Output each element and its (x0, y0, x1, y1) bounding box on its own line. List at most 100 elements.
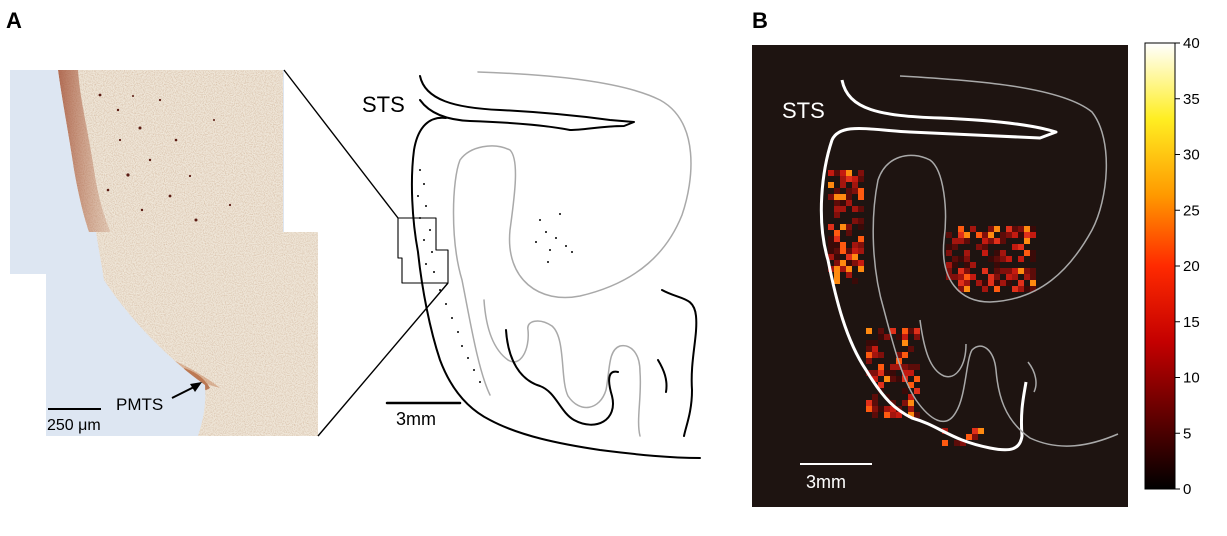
heat-cell (846, 194, 852, 200)
heat-cell (994, 238, 1000, 244)
heat-cell (914, 388, 920, 394)
heat-cell (834, 236, 840, 242)
heat-cell (834, 266, 840, 272)
heat-cell (1006, 256, 1012, 262)
heat-cell (834, 254, 840, 260)
heat-cell (884, 394, 890, 400)
heat-cell (1030, 280, 1036, 286)
heat-cell (840, 224, 846, 230)
heat-cell (1000, 232, 1006, 238)
heat-cell (878, 370, 884, 376)
heat-cell (1000, 256, 1006, 262)
heat-cell (1012, 244, 1018, 250)
heat-cell (958, 226, 964, 232)
heat-cell (988, 238, 994, 244)
heat-cell (982, 280, 988, 286)
heat-cell (828, 242, 834, 248)
heat-cell (852, 206, 858, 212)
heat-cell (890, 328, 896, 334)
heat-cell (878, 328, 884, 334)
sampled-region-box (397, 217, 449, 284)
heat-cell (878, 352, 884, 358)
heat-cell (994, 268, 1000, 274)
heat-cell (958, 280, 964, 286)
heat-cell (858, 236, 864, 242)
heat-cell (970, 274, 976, 280)
heat-cell (896, 334, 902, 340)
upper-bank-outline (419, 75, 635, 131)
heat-cell (884, 406, 890, 412)
heat-cell (852, 218, 858, 224)
sulcus-wall-outline (410, 116, 701, 459)
heat-cell (1012, 274, 1018, 280)
heat-cell (834, 248, 840, 254)
heat-cell (952, 274, 958, 280)
heat-cell (866, 358, 872, 364)
heat-cell (958, 268, 964, 274)
heat-cell (846, 254, 852, 260)
heat-cell (1030, 250, 1036, 256)
heat-cell (958, 238, 964, 244)
heat-cell (908, 394, 914, 400)
section-diagram: STS 3mm (362, 71, 701, 459)
heat-cell (976, 244, 982, 250)
heat-cell (852, 248, 858, 254)
heat-cell (866, 352, 872, 358)
heat-cell (890, 412, 896, 418)
heat-cell (954, 440, 960, 446)
heat-cell (828, 248, 834, 254)
colorbar-tick-label: 30 (1183, 147, 1200, 164)
heat-cell (1024, 274, 1030, 280)
heat-cell (1006, 268, 1012, 274)
heat-cell (914, 412, 920, 418)
heat-cell (1006, 274, 1012, 280)
heat-cell (964, 238, 970, 244)
heat-cell (908, 400, 914, 406)
inner-gray-contour (483, 299, 642, 437)
heat-cell (852, 182, 858, 188)
heat-cell (1018, 244, 1024, 250)
heat-cell (840, 176, 846, 182)
heat-cell (828, 254, 834, 260)
heat-cell (840, 248, 846, 254)
heat-cell (902, 400, 908, 406)
cell-dots (417, 169, 573, 383)
heat-cell (828, 236, 834, 242)
heat-cell (982, 238, 988, 244)
heat-cell (902, 370, 908, 376)
heat-cell (834, 200, 840, 206)
heat-cell (1030, 268, 1036, 274)
heat-cell (858, 248, 864, 254)
heat-cell (884, 412, 890, 418)
heat-cell (1000, 238, 1006, 244)
heat-cell (946, 250, 952, 256)
heat-cell (970, 262, 976, 268)
micrograph: 250 μm PMTS (10, 70, 318, 436)
micro-scale-label: 250 μm (47, 417, 101, 434)
heat-cell (1024, 286, 1030, 292)
heat-cell (834, 230, 840, 236)
heat-cell (852, 278, 858, 284)
heat-cell (858, 224, 864, 230)
pmts-label: PMTS (116, 395, 163, 414)
heat-cell (908, 382, 914, 388)
heat-cell (828, 224, 834, 230)
heat-cell (978, 428, 984, 434)
heat-cell (988, 280, 994, 286)
heat-cell (1024, 238, 1030, 244)
heat-cell (1018, 286, 1024, 292)
heat-cell (982, 250, 988, 256)
heat-cell (1018, 268, 1024, 274)
heat-cell (1012, 226, 1018, 232)
heat-cell (982, 244, 988, 250)
heat-cell (908, 406, 914, 412)
heat-cell (964, 286, 970, 292)
heat-cell (872, 406, 878, 412)
heatmap-white-outline (819, 79, 1058, 452)
heat-cell (1024, 268, 1030, 274)
colorbar-tick-label: 35 (1183, 91, 1200, 108)
heat-cell (1030, 226, 1036, 232)
heat-cell (872, 394, 878, 400)
heat-cell (890, 364, 896, 370)
